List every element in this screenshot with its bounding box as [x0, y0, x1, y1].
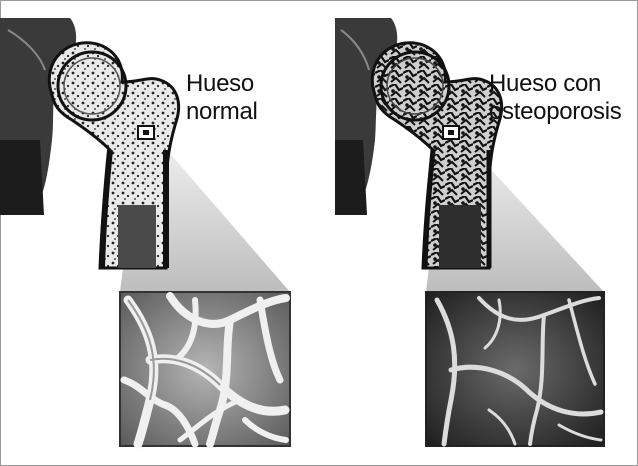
label-osteo-line2: osteoporosis: [489, 98, 621, 126]
femur-shape: [49, 43, 178, 268]
femur-shape-osteo: [372, 43, 501, 268]
micrograph-normal: [120, 292, 290, 446]
label-osteo-line1: Hueso con: [489, 70, 621, 98]
label-normal-line2: normal: [186, 98, 258, 126]
label-normal-line1: Hueso: [186, 70, 258, 98]
panel-normal-bone: Hueso normal: [0, 0, 319, 466]
label-osteoporosis-bone: Hueso con osteoporosis: [489, 70, 621, 126]
normal-bone-illustration: [0, 0, 319, 466]
panel-osteoporosis-bone: Hueso con osteoporosis: [319, 0, 638, 466]
label-normal-bone: Hueso normal: [186, 70, 258, 126]
micrograph-osteoporosis: [426, 292, 604, 446]
